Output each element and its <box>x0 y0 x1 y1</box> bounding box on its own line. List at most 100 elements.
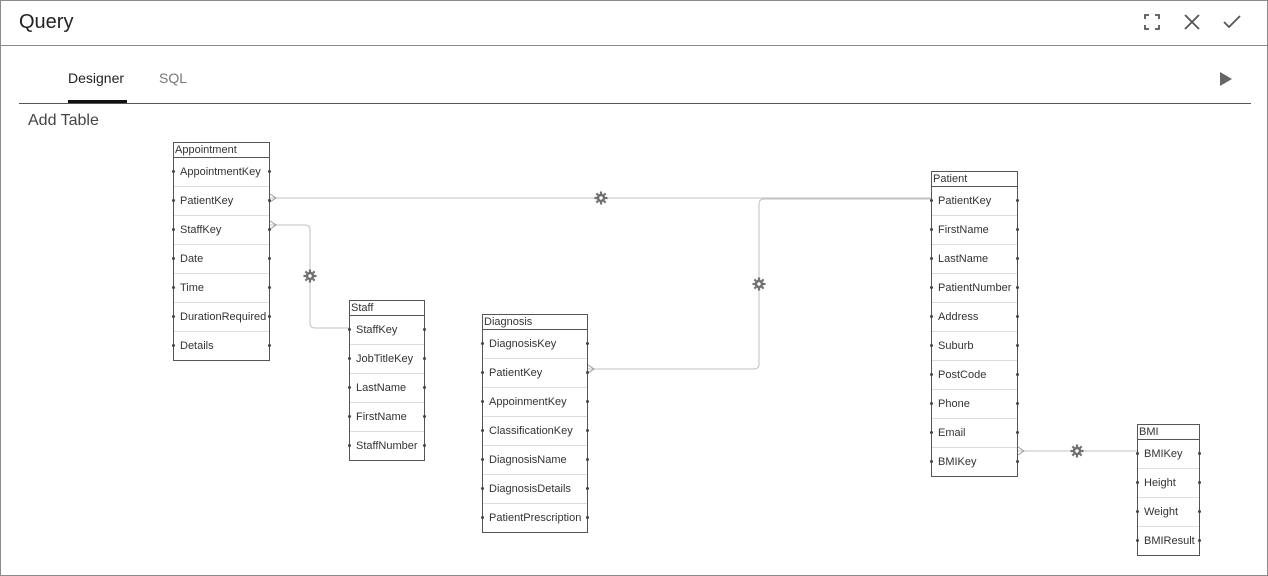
field-connector[interactable] <box>1198 539 1201 542</box>
field-connector[interactable] <box>930 431 933 434</box>
field-connector[interactable] <box>268 170 271 173</box>
field-connector[interactable] <box>1136 510 1139 513</box>
field-connector[interactable] <box>481 516 484 519</box>
field-connector[interactable] <box>586 516 589 519</box>
table-field[interactable]: StaffKey <box>172 216 271 245</box>
field-connector[interactable] <box>1016 257 1019 260</box>
field-connector[interactable] <box>1016 373 1019 376</box>
table-title[interactable]: Patient <box>932 172 1017 187</box>
table-patient[interactable]: Patient PatientKey FirstName LastName Pa… <box>930 171 1019 477</box>
table-field[interactable]: Height <box>1136 469 1201 498</box>
field-connector[interactable] <box>930 344 933 347</box>
field-connector[interactable] <box>172 257 175 260</box>
table-field[interactable]: BMIKey <box>1136 440 1201 469</box>
table-appointment[interactable]: Appointment AppointmentKey PatientKey St… <box>172 142 271 361</box>
table-bmi[interactable]: BMI BMIKey Height Weight BMIResult <box>1136 424 1201 556</box>
table-field[interactable]: PatientKey <box>172 187 271 216</box>
run-query-icon[interactable] <box>1216 69 1236 89</box>
join-settings-gear-icon[interactable] <box>1070 444 1084 458</box>
field-connector[interactable] <box>172 170 175 173</box>
table-field[interactable]: DiagnosisKey <box>481 330 589 359</box>
table-field[interactable]: AppoinmentKey <box>481 388 589 417</box>
field-connector[interactable] <box>1016 286 1019 289</box>
table-field[interactable]: ClassificationKey <box>481 417 589 446</box>
table-field[interactable]: DiagnosisDetails <box>481 475 589 504</box>
field-connector[interactable] <box>1136 539 1139 542</box>
join-settings-gear-icon[interactable] <box>594 191 608 205</box>
table-field[interactable]: BMIResult <box>1136 527 1201 555</box>
field-connector[interactable] <box>586 342 589 345</box>
table-title[interactable]: Diagnosis <box>483 315 587 330</box>
field-connector[interactable] <box>268 228 271 231</box>
field-connector[interactable] <box>481 371 484 374</box>
table-title[interactable]: BMI <box>1138 425 1199 440</box>
field-connector[interactable] <box>930 228 933 231</box>
field-connector[interactable] <box>1198 452 1201 455</box>
field-connector[interactable] <box>348 415 351 418</box>
table-field[interactable]: PatientPrescription <box>481 504 589 532</box>
field-connector[interactable] <box>481 400 484 403</box>
field-connector[interactable] <box>348 357 351 360</box>
table-title[interactable]: Staff <box>350 301 424 316</box>
field-connector[interactable] <box>930 315 933 318</box>
field-connector[interactable] <box>1198 481 1201 484</box>
field-connector[interactable] <box>1016 431 1019 434</box>
field-connector[interactable] <box>586 487 589 490</box>
field-connector[interactable] <box>930 402 933 405</box>
table-field[interactable]: PostCode <box>930 361 1019 390</box>
join-settings-gear-icon[interactable] <box>303 269 317 283</box>
field-connector[interactable] <box>1016 402 1019 405</box>
field-connector[interactable] <box>348 444 351 447</box>
table-field[interactable]: Suburb <box>930 332 1019 361</box>
table-field[interactable]: FirstName <box>930 216 1019 245</box>
field-connector[interactable] <box>1016 344 1019 347</box>
field-connector[interactable] <box>1136 452 1139 455</box>
table-field[interactable]: Phone <box>930 390 1019 419</box>
field-connector[interactable] <box>930 460 933 463</box>
field-connector[interactable] <box>423 444 426 447</box>
table-field[interactable]: PatientNumber <box>930 274 1019 303</box>
field-connector[interactable] <box>481 458 484 461</box>
field-connector[interactable] <box>481 429 484 432</box>
field-connector[interactable] <box>268 199 271 202</box>
table-field[interactable]: Weight <box>1136 498 1201 527</box>
field-connector[interactable] <box>481 342 484 345</box>
field-connector[interactable] <box>423 415 426 418</box>
field-connector[interactable] <box>268 286 271 289</box>
check-icon[interactable] <box>1221 11 1243 33</box>
field-connector[interactable] <box>930 199 933 202</box>
field-connector[interactable] <box>586 400 589 403</box>
field-connector[interactable] <box>1136 481 1139 484</box>
field-connector[interactable] <box>586 458 589 461</box>
close-icon[interactable] <box>1181 11 1203 33</box>
field-connector[interactable] <box>172 344 175 347</box>
table-field[interactable]: BMIKey <box>930 448 1019 476</box>
field-connector[interactable] <box>930 257 933 260</box>
table-field[interactable]: FirstName <box>348 403 426 432</box>
field-connector[interactable] <box>423 328 426 331</box>
field-connector[interactable] <box>1016 199 1019 202</box>
table-field[interactable]: Details <box>172 332 271 360</box>
table-title[interactable]: Appointment <box>174 143 269 158</box>
field-connector[interactable] <box>172 199 175 202</box>
tab-sql[interactable]: SQL <box>159 70 188 86</box>
field-connector[interactable] <box>1016 228 1019 231</box>
fullscreen-icon[interactable] <box>1141 11 1163 33</box>
join-settings-gear-icon[interactable] <box>752 277 766 291</box>
field-connector[interactable] <box>268 344 271 347</box>
tab-designer[interactable]: Designer <box>68 70 125 86</box>
table-field[interactable]: AppointmentKey <box>172 158 271 187</box>
field-connector[interactable] <box>930 373 933 376</box>
table-field[interactable]: StaffNumber <box>348 432 426 460</box>
field-connector[interactable] <box>586 429 589 432</box>
table-field[interactable]: DiagnosisName <box>481 446 589 475</box>
table-field[interactable]: StaffKey <box>348 316 426 345</box>
field-connector[interactable] <box>930 286 933 289</box>
field-connector[interactable] <box>348 328 351 331</box>
field-connector[interactable] <box>172 315 175 318</box>
field-connector[interactable] <box>268 315 271 318</box>
table-field[interactable]: PatientKey <box>481 359 589 388</box>
table-field[interactable]: LastName <box>930 245 1019 274</box>
field-connector[interactable] <box>481 487 484 490</box>
table-field[interactable]: LastName <box>348 374 426 403</box>
